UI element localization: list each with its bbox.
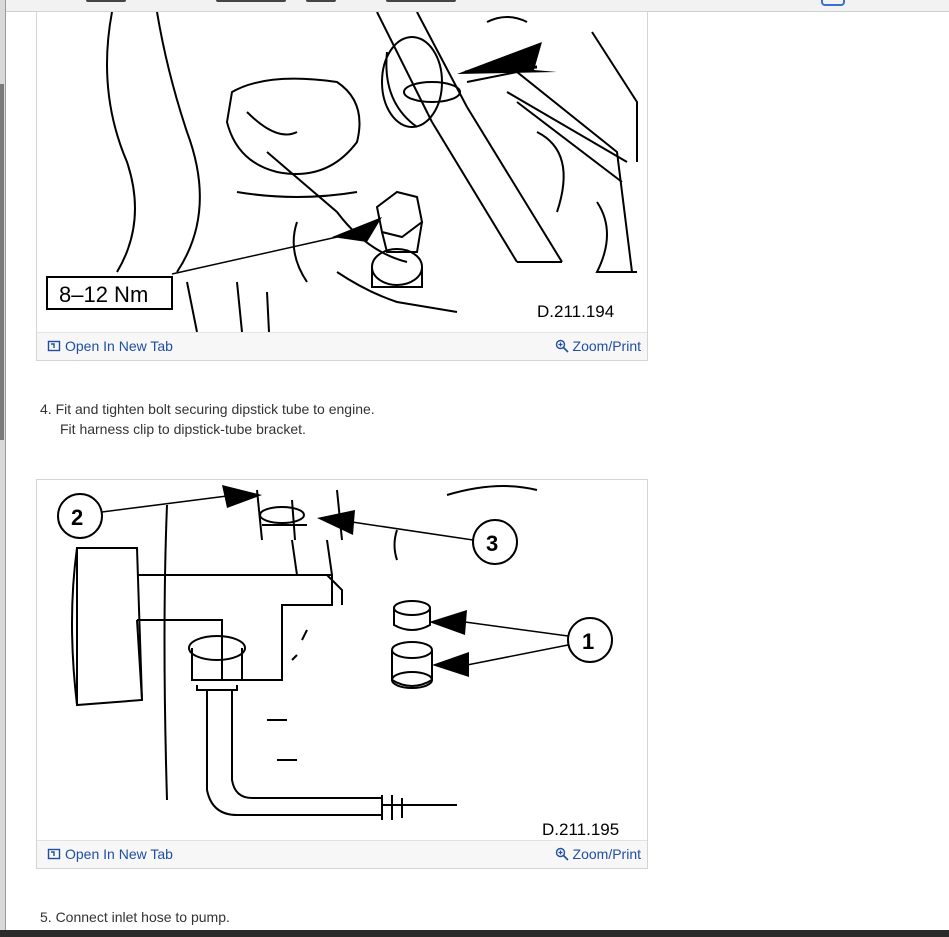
zoom-print-label: Zoom/Print [572, 846, 641, 862]
step-5-text: 5. Connect inlet hose to pump. [40, 909, 230, 925]
callout-1 [567, 617, 613, 663]
callout-2-label: 2 [71, 505, 83, 530]
step-5: 5. Connect inlet hose to pump. [40, 907, 230, 927]
scrollbar-thumb[interactable] [0, 84, 4, 440]
step-4: 4. Fit and tighten bolt securing dipstic… [40, 399, 375, 439]
left-scrollbar[interactable] [0, 0, 6, 930]
zoom-print-link[interactable]: Zoom/Print [555, 338, 641, 354]
figure-code: D.211.194 [537, 302, 614, 321]
bottom-bar [0, 930, 949, 937]
step-4-subtext: Fit harness clip to dipstick-tube bracke… [60, 421, 306, 437]
figure-inlet-pump: 2 3 1 D.211.195 Open In New Tab Zoom/Pri… [36, 479, 648, 869]
callout-2 [57, 493, 103, 539]
zoom-icon [555, 339, 569, 353]
diagram-inlet-pump: 2 3 1 D.211.195 [57, 485, 619, 839]
callout-3 [472, 519, 518, 565]
torque-label: 8–12 Nm [59, 282, 148, 307]
diagram-dipstick-bolt: 8–12 Nm D.211.194 [46, 12, 638, 332]
step-4-text: 4. Fit and tighten bolt securing dipstic… [40, 401, 375, 417]
new-tab-icon [47, 340, 61, 352]
open-in-new-tab-link[interactable]: Open In New Tab [47, 846, 173, 862]
figure-footer: Open In New Tab Zoom/Print [37, 332, 647, 360]
figure-code: D.211.195 [542, 820, 619, 839]
zoom-print-label: Zoom/Print [572, 338, 641, 354]
new-tab-icon [47, 848, 61, 860]
callout-3-label: 3 [486, 531, 498, 556]
zoom-icon [555, 847, 569, 861]
figure-dipstick-bolt: 8–12 Nm D.211.194 Open In New Tab Zoom/P… [36, 11, 648, 361]
toolbar-icon[interactable] [821, 0, 845, 6]
callout-1-label: 1 [582, 629, 594, 654]
open-in-new-tab-link[interactable]: Open In New Tab [47, 338, 173, 354]
torque-label-box [46, 276, 173, 310]
open-in-new-tab-label: Open In New Tab [65, 846, 173, 862]
zoom-print-link[interactable]: Zoom/Print [555, 846, 641, 862]
open-in-new-tab-label: Open In New Tab [65, 338, 173, 354]
figure-footer: Open In New Tab Zoom/Print [37, 840, 647, 868]
